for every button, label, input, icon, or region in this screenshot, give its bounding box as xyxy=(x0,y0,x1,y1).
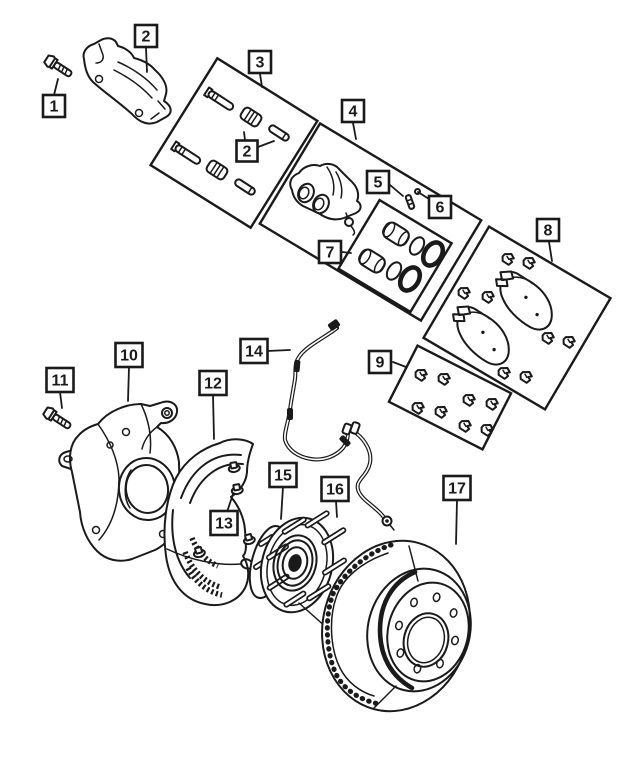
part-caliper-piston-a xyxy=(382,221,410,247)
callout-2b-label: 2 xyxy=(243,144,252,161)
callout-6-label: 6 xyxy=(436,200,445,217)
part-dust-boot-b xyxy=(397,265,423,293)
callout-17[interactable]: 17 xyxy=(442,474,472,502)
part-steering-knuckle xyxy=(58,400,181,562)
callout-13[interactable]: 13 xyxy=(209,509,239,537)
callout-9-label: 9 xyxy=(376,355,385,372)
callout-7-label: 7 xyxy=(326,245,335,262)
callout-1[interactable]: 1 xyxy=(41,93,67,119)
part-guide-pin-set-b xyxy=(170,140,256,196)
callout-5[interactable]: 5 xyxy=(365,169,391,195)
callout-6[interactable]: 6 xyxy=(427,194,453,220)
callout-10[interactable]: 10 xyxy=(114,341,144,369)
callout-14[interactable]: 14 xyxy=(239,337,269,365)
callout-2-label: 2 xyxy=(142,29,151,46)
callout-15-label: 15 xyxy=(274,468,292,485)
part-piston-seal-b xyxy=(385,261,403,281)
callout-3-label: 3 xyxy=(256,55,265,72)
kit-box-guide-pins xyxy=(148,56,320,230)
part-brake-pad-inner xyxy=(441,301,520,369)
callout-10-label: 10 xyxy=(120,348,138,365)
callout-17-label: 17 xyxy=(448,481,466,498)
callout-2b[interactable]: 2 xyxy=(235,139,259,163)
callout-8-label: 8 xyxy=(544,223,553,240)
callout-11[interactable]: 11 xyxy=(45,366,75,394)
callout-13-label: 13 xyxy=(215,516,233,533)
part-guide-pin-set-a xyxy=(203,86,290,142)
callout-2[interactable]: 2 xyxy=(133,23,159,49)
callout-4[interactable]: 4 xyxy=(340,98,366,124)
callout-16-label: 16 xyxy=(326,482,344,499)
kit-box-brake-pads xyxy=(421,225,613,411)
callout-14-label: 14 xyxy=(245,344,263,361)
callout-9[interactable]: 9 xyxy=(367,349,393,375)
callout-8[interactable]: 8 xyxy=(535,217,561,243)
kit-box-piston-seals xyxy=(336,198,454,314)
leader-lines xyxy=(53,47,553,545)
callout-5-label: 5 xyxy=(374,175,383,192)
part-abs-sensor-wire xyxy=(282,319,395,531)
part-brake-caliper xyxy=(289,162,362,236)
part-bleeder-screw xyxy=(404,194,416,210)
callout-12-label: 12 xyxy=(204,376,222,393)
callout-3[interactable]: 3 xyxy=(247,49,273,75)
kit-box-caliper xyxy=(258,121,483,323)
part-hardware-clips xyxy=(409,366,501,438)
callout-12[interactable]: 12 xyxy=(198,369,228,397)
part-caliper-piston-b xyxy=(358,248,386,274)
callout-11-label: 11 xyxy=(52,373,69,390)
part-caliper-bolt xyxy=(43,54,73,78)
callout-4-label: 4 xyxy=(349,104,358,121)
callout-15[interactable]: 15 xyxy=(268,461,298,489)
part-caliper-adapter xyxy=(82,37,172,125)
part-knuckle-bolt xyxy=(42,406,72,430)
part-dust-boot-a xyxy=(420,240,446,268)
callout-7[interactable]: 7 xyxy=(317,239,343,265)
part-brake-rotor xyxy=(321,539,472,713)
callout-16[interactable]: 16 xyxy=(320,475,350,503)
callout-1-label: 1 xyxy=(50,99,59,116)
kit-box-hardware xyxy=(387,343,513,452)
part-piston-seal-a xyxy=(408,236,426,256)
part-hub-bearing xyxy=(248,510,347,629)
